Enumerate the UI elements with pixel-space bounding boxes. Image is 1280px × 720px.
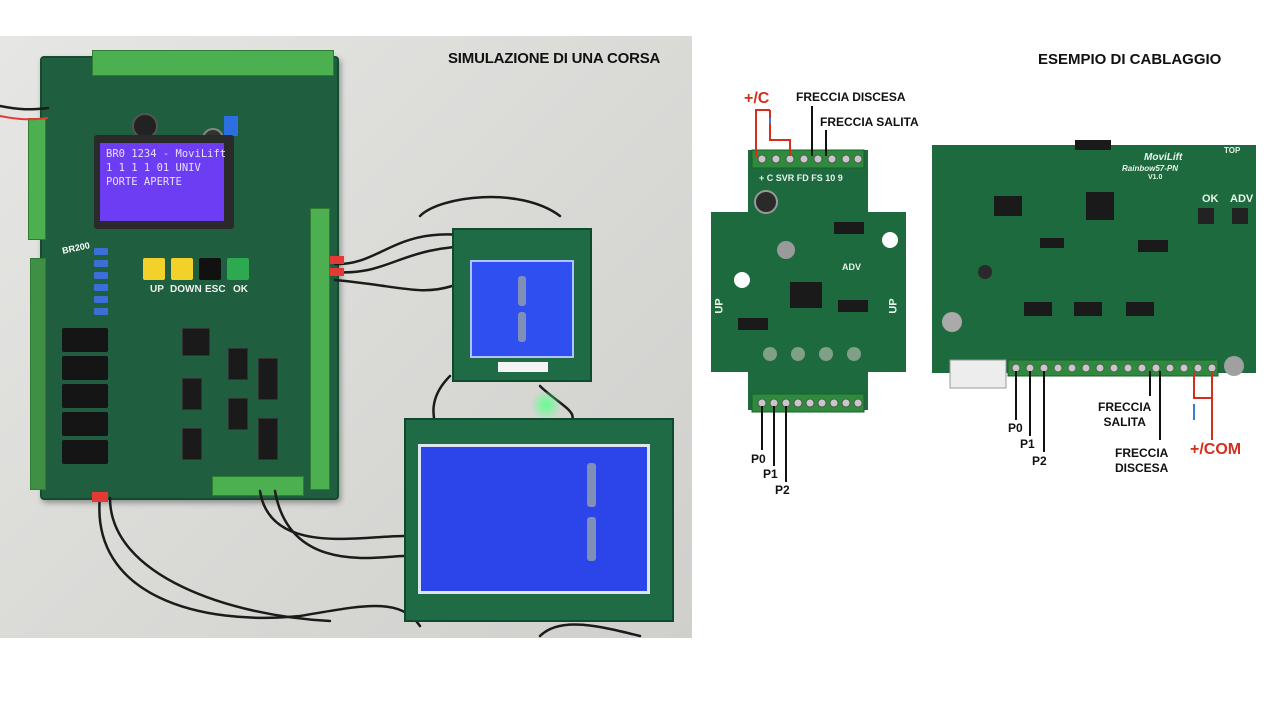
resistor (94, 296, 108, 303)
key-label-down: DOWN (170, 284, 202, 295)
right-terminal-block (310, 208, 330, 490)
connector (330, 256, 344, 264)
up-key (143, 258, 165, 280)
relay (62, 328, 108, 352)
lcd-display: BR0 1234 - MoviLift 1 1 1 1 01 UNIV PORT… (100, 143, 227, 221)
bottom-terminal-block (212, 476, 304, 496)
relay (62, 356, 108, 380)
ok-label: OK (1202, 193, 1219, 205)
right-input-p2: P2 (1032, 454, 1047, 468)
left-input-p2: P2 (775, 483, 790, 497)
silk-adv: ADV (842, 262, 862, 272)
left-wiring (755, 106, 827, 482)
left-terminal-block-lower (30, 258, 46, 490)
demo-photo: SIMULAZIONE DI UNA CORSA BR200 BR0 123 (0, 36, 692, 638)
right-arrow-down-label: FRECCIA DISCESA (1115, 446, 1168, 476)
cables (0, 104, 642, 638)
adv-label: ADV (1230, 193, 1254, 205)
connector (92, 492, 108, 502)
model-label: Rainbow57-PN (1122, 164, 1179, 173)
connector (330, 268, 344, 276)
right-arrow-down-line1: FRECCIA (1115, 446, 1169, 460)
ok-key (227, 258, 249, 280)
esc-key (199, 258, 221, 280)
relay (62, 412, 108, 436)
left-input-p1: P1 (763, 467, 778, 481)
diagram-title: ESEMPIO DI CABLAGGIO (1038, 51, 1222, 68)
left-arrow-up-label: FRECCIA SALITA (820, 115, 919, 129)
segment (587, 517, 596, 561)
ic-chip (228, 398, 248, 430)
silk-terminals: + C SVR FD FS 10 9 (759, 173, 843, 183)
resistor (94, 308, 108, 315)
large-floor-display (404, 418, 674, 622)
right-arrow-up-line2: SALITA (1103, 415, 1146, 429)
microcontroller-chip (182, 328, 210, 356)
relay (62, 440, 108, 464)
photo-title: SIMULAZIONE DI UNA CORSA (448, 50, 661, 67)
relay (62, 384, 108, 408)
resistor (94, 248, 108, 255)
right-input-p0: P0 (1008, 421, 1023, 435)
lcd-line-2: 1 1 1 1 01 UNIV (106, 162, 201, 174)
ic-chip (258, 358, 278, 400)
left-arrow-down-label: FRECCIA DISCESA (796, 90, 906, 104)
module-right-board (932, 145, 1256, 373)
resistor (94, 284, 108, 291)
ic-chip (182, 378, 202, 410)
small-floor-display (452, 228, 592, 382)
version-label: V1.0 (1148, 174, 1163, 181)
right-module-details (942, 140, 1248, 389)
key-label-ok: OK (233, 284, 248, 295)
segment (587, 463, 596, 507)
right-arrow-up-label: FRECCIA SALITA (1098, 400, 1151, 430)
lcd-line-3: PORTE APERTE (106, 176, 182, 188)
key-label-esc: ESC (205, 284, 226, 295)
right-input-p1: P1 (1020, 437, 1035, 451)
top-terminal-block (92, 50, 334, 76)
lcd-line-1: BR0 1234 - MoviLift (106, 148, 227, 160)
top-label: TOP (1224, 146, 1241, 155)
trimmer (224, 116, 238, 136)
large-display-screen (418, 444, 650, 594)
segment (518, 276, 526, 306)
right-arrow-down-line2: DISCESA (1115, 461, 1169, 475)
left-module-details (734, 149, 898, 413)
small-display-screen (470, 260, 574, 358)
left-input-p0: P0 (751, 452, 766, 466)
key-label-up: UP (150, 284, 164, 295)
barcode-sticker (498, 362, 548, 372)
ic-chip (182, 428, 202, 460)
right-arrow-up-line1: FRECCIA (1098, 400, 1152, 414)
left-supply-label: +/C (744, 90, 770, 107)
resistor (94, 260, 108, 267)
right-supply-label: +/COM (1190, 441, 1242, 458)
right-wiring (1015, 371, 1213, 452)
segment (518, 312, 526, 342)
brand-label: MoviLift (1144, 152, 1183, 163)
ic-chip (258, 418, 278, 460)
status-led-glow (528, 392, 564, 418)
ic-chip (228, 348, 248, 380)
down-key (171, 258, 193, 280)
resistor (94, 272, 108, 279)
